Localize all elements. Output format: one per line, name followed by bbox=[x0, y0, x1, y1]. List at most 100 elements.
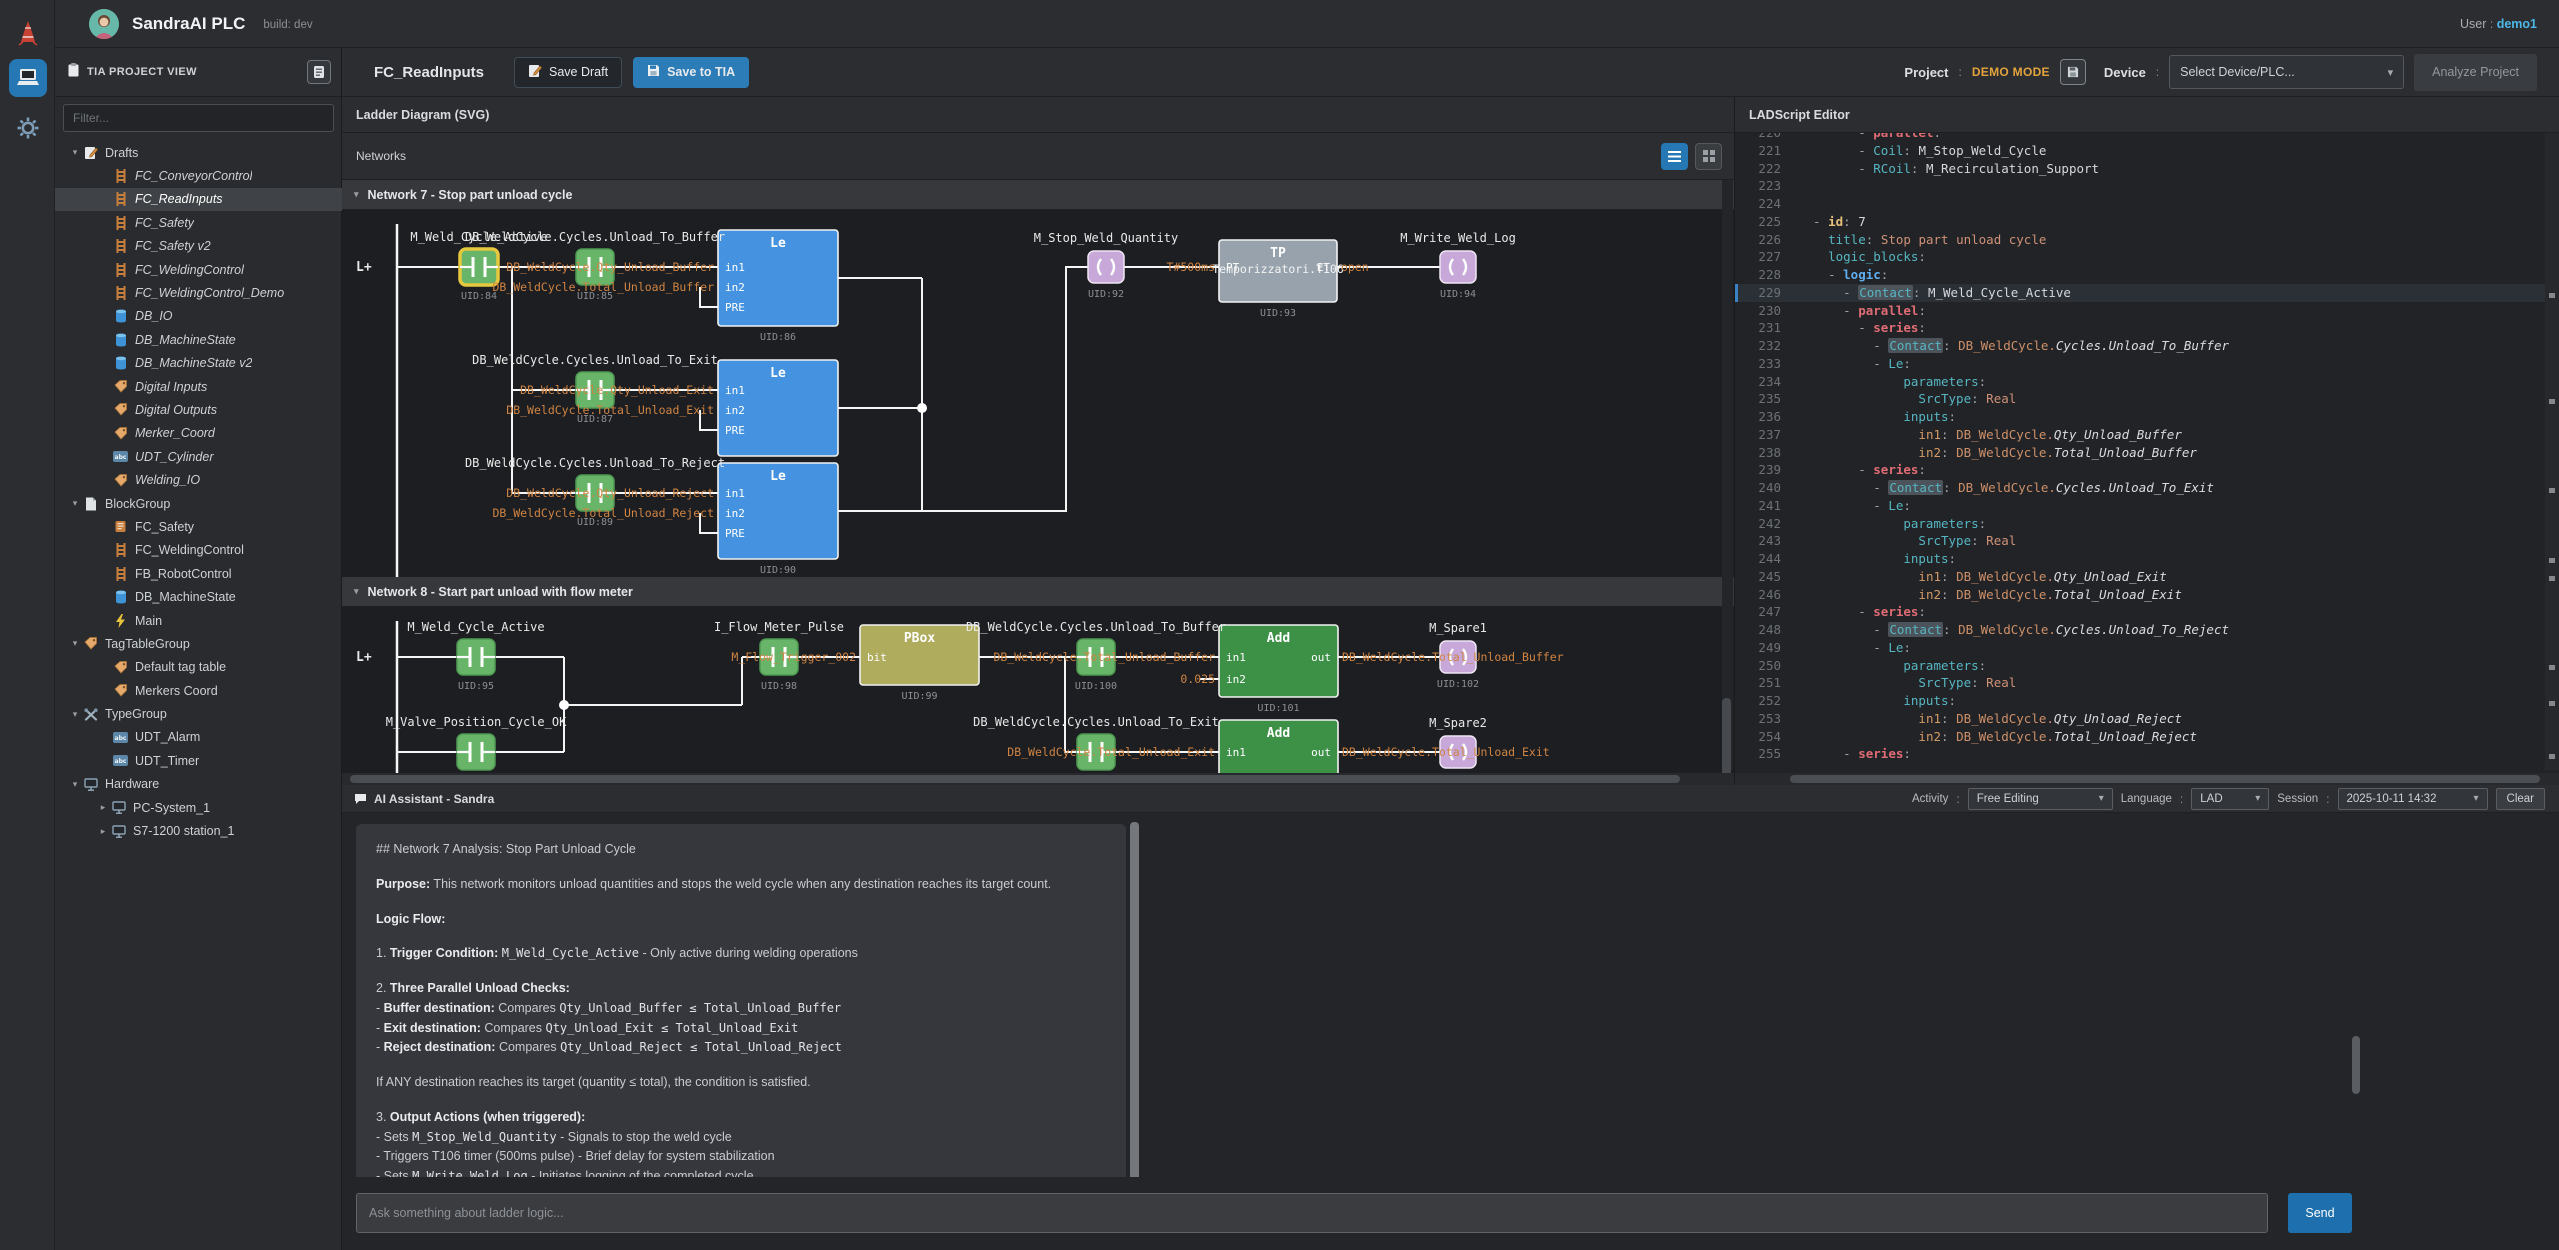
language-select[interactable]: LAD▾ bbox=[2191, 787, 2270, 810]
code-line-243[interactable]: 243 SrcType: Real bbox=[1758, 533, 2017, 549]
tree-item-fb-robotcontrol[interactable]: FB_RobotControl bbox=[55, 562, 342, 585]
code-line-245[interactable]: 245 in1: DB_WeldCycle.Qty_Unload_Exit bbox=[1758, 568, 2167, 584]
avatar[interactable] bbox=[89, 8, 119, 39]
assistant-panel-scrollbar-thumb[interactable] bbox=[2352, 1036, 2360, 1094]
workspace-laptop-button[interactable] bbox=[9, 59, 47, 97]
tree-expander-arrow[interactable]: ▾ bbox=[72, 708, 78, 719]
code-line-249[interactable]: 249 - Le: bbox=[1758, 639, 1911, 655]
tree-item-fc-weldingcontrol[interactable]: FC_WeldingControl bbox=[55, 258, 342, 281]
chat-messages[interactable]: ## Network 7 Analysis: Stop Part Unload … bbox=[342, 814, 2559, 1177]
tree-item-fc-conveyorcontrol[interactable]: FC_ConveyorControl bbox=[55, 164, 342, 187]
code-line-248[interactable]: 248 - Contact: DB_WeldCycle.Cycles.Unloa… bbox=[1758, 622, 2229, 637]
tree-item-main[interactable]: Main bbox=[55, 609, 342, 632]
code-line-253[interactable]: 253 in1: DB_WeldCycle.Qty_Unload_Reject bbox=[1758, 710, 2182, 726]
tree-item-digital-outputs[interactable]: Digital Outputs bbox=[55, 398, 342, 421]
ladder-coil[interactable]: M_Spare2 bbox=[1429, 716, 1487, 769]
ladder-vertical-scrollbar[interactable] bbox=[1722, 180, 1733, 828]
ladder-horizontal-scrollbar[interactable] bbox=[342, 773, 1734, 785]
collapse-triangle-icon[interactable]: ▾ bbox=[354, 189, 359, 199]
send-button[interactable]: Send bbox=[2288, 1193, 2352, 1233]
clear-button[interactable]: Clear bbox=[2495, 787, 2545, 810]
code-line-237[interactable]: 237 in1: DB_WeldCycle.Qty_Unload_Buffer bbox=[1758, 426, 2182, 442]
ladder-contact[interactable]: DB_WeldCycle.Cycles.Unload_To_BufferUID:… bbox=[966, 620, 1226, 692]
code-line-242[interactable]: 242 parameters: bbox=[1758, 515, 1987, 531]
activity-select[interactable]: Free Editing▾ bbox=[1967, 787, 2113, 810]
user-name[interactable]: demo1 bbox=[2496, 16, 2537, 31]
tree-expander-arrow[interactable]: ▾ bbox=[72, 638, 78, 649]
code-line-247[interactable]: 247 - series: bbox=[1758, 604, 1926, 620]
code-line-252[interactable]: 252 inputs: bbox=[1758, 693, 1957, 708]
list-view-button[interactable] bbox=[1661, 142, 1688, 170]
code-line-255[interactable]: 255 - series: bbox=[1758, 746, 1911, 762]
code-line-220[interactable]: 220 - parallel: bbox=[1735, 133, 2545, 142]
code-line-231[interactable]: 231 - series: bbox=[1758, 320, 1926, 336]
ladder-contact[interactable]: DB_WeldCycle.Cycles.Unload_To_Exit bbox=[973, 715, 1219, 771]
code-line-223[interactable]: 223 bbox=[1758, 178, 1781, 194]
tree-item-drafts[interactable]: ▾Drafts bbox=[55, 141, 342, 164]
grid-view-button[interactable] bbox=[1695, 142, 1722, 170]
code-line-221[interactable]: 221 - Coil: M_Stop_Weld_Cycle bbox=[1758, 142, 2047, 158]
save-to-tia-button[interactable]: Save to TIA bbox=[633, 56, 750, 88]
code-line-222[interactable]: 222 - RCoil: M_Recirculation_Support bbox=[1758, 160, 2100, 176]
code-line-225[interactable]: 225 - id: 7 bbox=[1758, 213, 1866, 229]
device-select[interactable]: Select Device/PLC... ▾ bbox=[2169, 55, 2405, 89]
save-draft-button[interactable]: Save Draft bbox=[514, 56, 623, 88]
tree-item-pc-system-1[interactable]: ▸PC-System_1 bbox=[55, 796, 342, 819]
analyze-project-button[interactable]: Analyze Project bbox=[2414, 53, 2537, 91]
tree-item-hardware[interactable]: ▾Hardware bbox=[55, 773, 342, 796]
tree-expander-arrow[interactable]: ▾ bbox=[72, 778, 78, 789]
chat-input[interactable] bbox=[356, 1193, 2268, 1233]
ladder-contact[interactable]: DB_WeldCycle.Cycles.Unload_To_BufferUID:… bbox=[465, 230, 725, 302]
collapse-triangle-icon[interactable]: ▾ bbox=[354, 586, 359, 596]
tree-item-tagtablegroup[interactable]: ▾TagTableGroup bbox=[55, 632, 342, 655]
code-line-232[interactable]: 232 - Contact: DB_WeldCycle.Cycles.Unloa… bbox=[1758, 338, 2229, 353]
network-header-8[interactable]: ▾Network 8 - Start part unload with flow… bbox=[342, 577, 1734, 607]
code-line-240[interactable]: 240 - Contact: DB_WeldCycle.Cycles.Unloa… bbox=[1758, 480, 2214, 495]
code-line-239[interactable]: 239 - series: bbox=[1758, 462, 1926, 478]
sidebar-toggle-button[interactable] bbox=[307, 60, 331, 84]
network-header-7[interactable]: ▾Network 7 - Stop part unload cycle bbox=[342, 180, 1734, 210]
network-canvas[interactable]: L+Lein1in2PREUID:86Lein1in2PREUID:88Lein… bbox=[342, 210, 1734, 577]
tree-item-db-machinestate-v2[interactable]: DB_MachineState v2 bbox=[55, 352, 342, 375]
tree-item-fc-safety-v2[interactable]: FC_Safety v2 bbox=[55, 235, 342, 258]
code-line-229[interactable]: 229 - Contact: M_Weld_Cycle_Active bbox=[1735, 283, 2545, 302]
project-save-button[interactable] bbox=[2059, 59, 2086, 85]
chat-scrollbar-thumb[interactable] bbox=[1130, 822, 1139, 1177]
tree-item-merkers-coord[interactable]: Merkers Coord bbox=[55, 679, 342, 702]
code-line-250[interactable]: 250 parameters: bbox=[1758, 657, 1987, 673]
code-line-233[interactable]: 233 - Le: bbox=[1758, 355, 1911, 371]
code-line-230[interactable]: 230 - parallel: bbox=[1758, 302, 1926, 318]
ladder-contact[interactable]: DB_WeldCycle.Cycles.Unload_To_RejectUID:… bbox=[465, 456, 725, 528]
code-line-234[interactable]: 234 parameters: bbox=[1758, 373, 1987, 389]
tree-expander-arrow[interactable]: ▸ bbox=[100, 802, 106, 813]
tree-item-db-machinestate[interactable]: DB_MachineState bbox=[55, 585, 342, 608]
tree-item-fc-safety[interactable]: FC_Safety bbox=[55, 211, 342, 234]
tree-item-fc-readinputs[interactable]: FC_ReadInputs bbox=[55, 187, 342, 212]
filter-input[interactable] bbox=[63, 104, 334, 132]
editor-vertical-scrollbar[interactable] bbox=[2545, 133, 2559, 847]
rocket-tower-icon[interactable] bbox=[9, 14, 47, 52]
tree-item-fc-weldingcontrol[interactable]: FC_WeldingControl bbox=[55, 539, 342, 562]
code-line-238[interactable]: 238 in2: DB_WeldCycle.Total_Unload_Buffe… bbox=[1758, 444, 2197, 460]
tree-expander-arrow[interactable]: ▾ bbox=[72, 147, 78, 158]
code-line-246[interactable]: 246 in2: DB_WeldCycle.Total_Unload_Exit bbox=[1758, 586, 2182, 602]
code-line-227[interactable]: 227 logic_blocks: bbox=[1758, 249, 1926, 265]
code-line-236[interactable]: 236 inputs: bbox=[1758, 409, 1957, 424]
code-line-224[interactable]: 224 bbox=[1758, 196, 1781, 211]
